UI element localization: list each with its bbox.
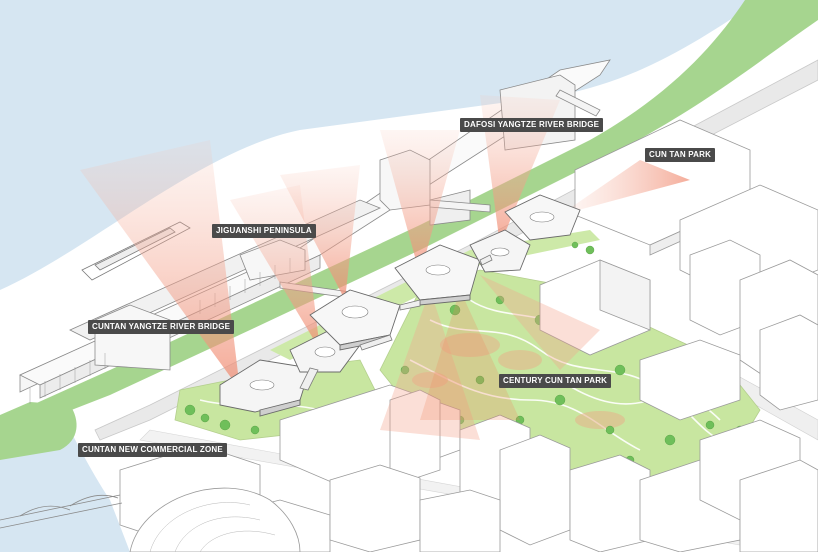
- riverbank-lower: [0, 402, 77, 460]
- dome-structure: [129, 487, 301, 552]
- label-commercial-zone: CUNTAN NEW COMMERCIAL ZONE: [78, 443, 227, 457]
- walkway-links: [299, 254, 493, 391]
- label-cun-tan-park: CUN TAN PARK: [645, 148, 716, 162]
- label-jiguanshi-peninsula: JIGUANSHI PENINSULA: [212, 224, 316, 238]
- label-century-park: CENTURY CUN TAN PARK: [499, 374, 612, 388]
- park-patches: [412, 333, 625, 429]
- dome-ribs: [149, 502, 276, 552]
- canopy-openings: [249, 211, 555, 391]
- lower-bridge: [0, 494, 123, 529]
- label-cuntan-bridge: CUNTAN YANGTZE RIVER BRIDGE: [88, 320, 235, 334]
- label-dafosi-bridge: DAFOSI YANGTZE RIVER BRIDGE: [460, 118, 604, 132]
